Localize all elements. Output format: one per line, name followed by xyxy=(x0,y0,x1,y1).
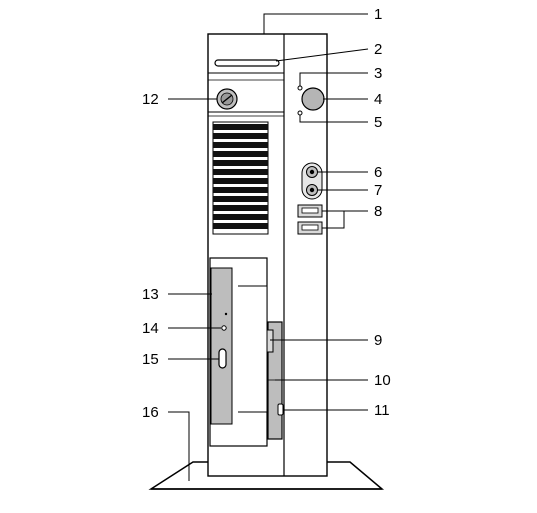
callout-10: 10 xyxy=(374,372,391,389)
callout-12: 12 xyxy=(142,91,159,108)
usb-port-bottom[interactable] xyxy=(297,221,323,235)
usb-port-top[interactable] xyxy=(297,204,323,218)
callout-4: 4 xyxy=(374,91,382,108)
headphone-jack[interactable] xyxy=(306,166,318,178)
callout-13: 13 xyxy=(142,286,159,303)
optical-drive-emergency-eject[interactable] xyxy=(221,325,227,331)
lock-icon xyxy=(216,88,238,110)
leader-lines xyxy=(168,13,369,481)
callout-6: 6 xyxy=(374,164,382,181)
callout-5: 5 xyxy=(374,114,382,131)
callout-7: 7 xyxy=(374,182,382,199)
top-slot xyxy=(214,59,280,67)
callout-9: 9 xyxy=(374,332,382,349)
callout-11: 11 xyxy=(374,402,390,419)
optical-drive-bay xyxy=(209,257,268,447)
callout-8: 8 xyxy=(374,203,382,220)
hdd-led xyxy=(297,110,303,116)
vent-grille xyxy=(212,121,269,235)
callout-3: 3 xyxy=(374,65,382,82)
optical-drive-eject-button[interactable] xyxy=(218,348,227,369)
floppy-eject-button[interactable] xyxy=(277,403,284,416)
callout-14: 14 xyxy=(142,320,159,337)
optical-drive-led xyxy=(224,312,228,316)
power-led xyxy=(297,85,303,91)
callout-2: 2 xyxy=(374,41,382,58)
callout-1: 1 xyxy=(374,6,382,23)
power-button[interactable] xyxy=(301,87,325,111)
callout-16: 16 xyxy=(142,404,159,421)
microphone-jack[interactable] xyxy=(306,184,318,196)
callout-15: 15 xyxy=(142,351,159,368)
